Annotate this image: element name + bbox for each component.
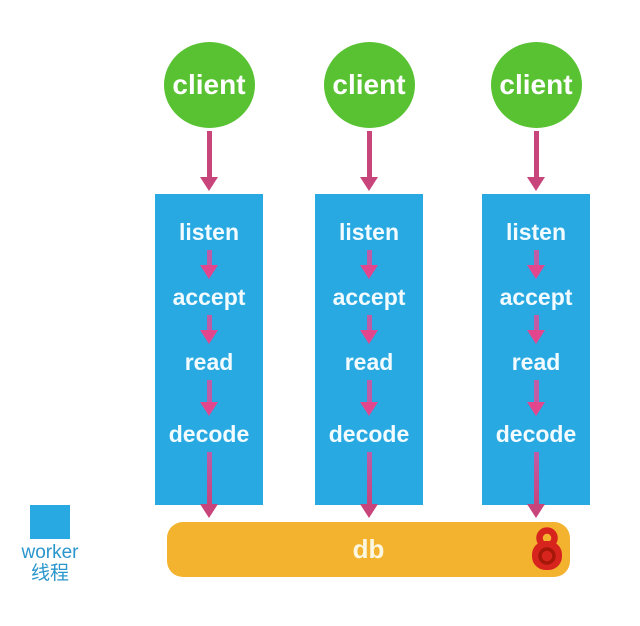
arrow-shaft xyxy=(533,131,539,177)
arrow-head xyxy=(527,265,545,279)
arrow-shaft xyxy=(533,250,539,265)
arrow-head xyxy=(360,504,378,518)
arrow-head xyxy=(527,330,545,344)
arrow-head xyxy=(200,177,218,191)
stage-listen: listen xyxy=(505,219,567,245)
db-label: db xyxy=(352,534,385,564)
stage-decode: decode xyxy=(168,421,250,447)
pipeline-column-2: client listen accept read decode xyxy=(315,0,423,518)
arrow-head xyxy=(360,177,378,191)
arrow-down-icon xyxy=(360,452,378,518)
db-node: db xyxy=(167,522,570,577)
arrow-head xyxy=(527,504,545,518)
arrow-shaft xyxy=(206,315,212,330)
arrow-shaft xyxy=(533,452,539,504)
arrow-shaft xyxy=(533,315,539,330)
arrow-head xyxy=(200,330,218,344)
arrow-head xyxy=(200,265,218,279)
arrow-shaft xyxy=(533,380,539,402)
stage-listen: listen xyxy=(178,219,240,245)
stage-listen: listen xyxy=(338,219,400,245)
worker-thread-box: listen accept read decode xyxy=(155,194,263,518)
stage-accept: accept xyxy=(499,284,573,310)
arrow-shaft xyxy=(206,250,212,265)
pipeline-column-3: client listen accept read decode xyxy=(482,0,590,518)
arrow-shaft xyxy=(206,131,212,177)
stage-read: read xyxy=(184,349,234,375)
arrow-head xyxy=(527,402,545,416)
arrow-down-icon xyxy=(527,315,545,344)
arrow-down-icon xyxy=(360,250,378,279)
arrow-shaft xyxy=(366,452,372,504)
lock-icon xyxy=(532,527,562,570)
legend-label-thread: 线程 xyxy=(30,563,69,584)
arrow-down-icon xyxy=(360,131,378,191)
legend: worker 线程 xyxy=(14,505,86,584)
pipeline-column-1: client listen accept read decode xyxy=(155,0,263,518)
arrow-down-icon xyxy=(200,315,218,344)
arrow-down-icon xyxy=(527,380,545,416)
stage-read: read xyxy=(511,349,561,375)
arrow-down-icon xyxy=(360,315,378,344)
stage-decode: decode xyxy=(328,421,410,447)
arrow-down-icon xyxy=(527,250,545,279)
arrow-down-icon xyxy=(200,250,218,279)
client-node: client xyxy=(490,42,582,128)
arrow-down-icon xyxy=(200,131,218,191)
arrow-shaft xyxy=(206,380,212,402)
arrow-head xyxy=(200,504,218,518)
arrow-shaft xyxy=(366,315,372,330)
stage-read: read xyxy=(344,349,394,375)
arrow-head xyxy=(527,177,545,191)
stage-accept: accept xyxy=(332,284,406,310)
arrow-down-icon xyxy=(527,131,545,191)
arrow-head xyxy=(360,402,378,416)
worker-thread-box: listen accept read decode xyxy=(315,194,423,518)
arrow-head xyxy=(200,402,218,416)
worker-thread-swatch xyxy=(30,505,70,539)
arrow-shaft xyxy=(206,452,212,504)
client-node: client xyxy=(163,42,255,128)
arrow-down-icon xyxy=(360,380,378,416)
arrow-head xyxy=(360,330,378,344)
arrow-shaft xyxy=(366,380,372,402)
worker-thread-box: listen accept read decode xyxy=(482,194,590,518)
arrow-down-icon xyxy=(200,452,218,518)
legend-label-worker: worker xyxy=(21,542,79,563)
arrow-head xyxy=(360,265,378,279)
arrow-down-icon xyxy=(527,452,545,518)
arrow-shaft xyxy=(366,250,372,265)
client-node: client xyxy=(323,42,415,128)
arrow-shaft xyxy=(366,131,372,177)
arrow-down-icon xyxy=(200,380,218,416)
stage-accept: accept xyxy=(172,284,246,310)
stage-decode: decode xyxy=(495,421,577,447)
